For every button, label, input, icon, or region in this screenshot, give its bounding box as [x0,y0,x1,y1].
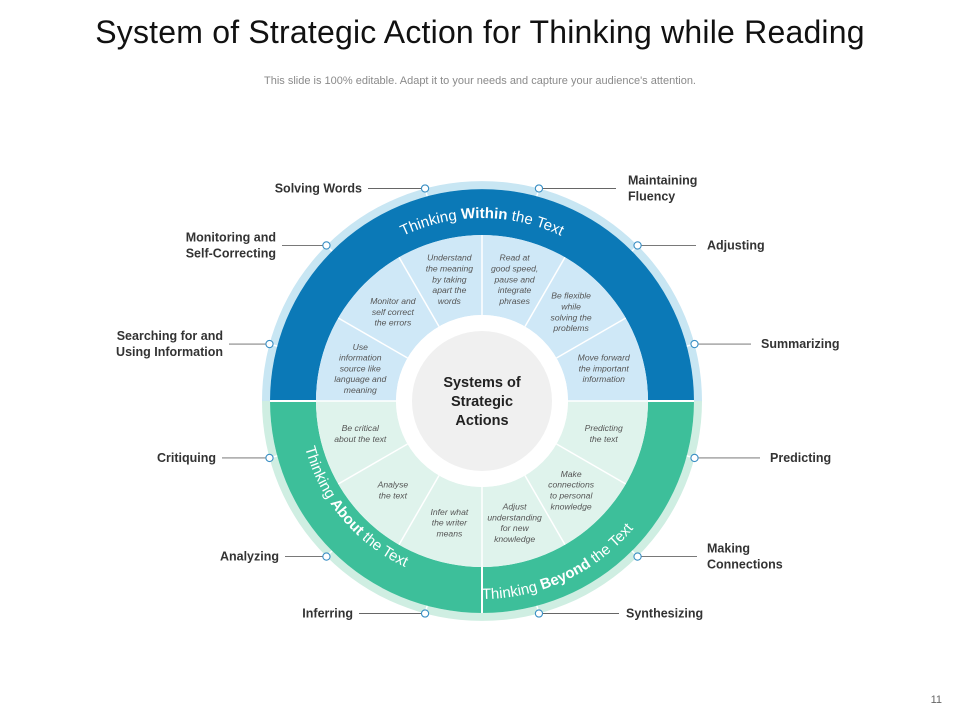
inner-segment-label: to personal [550,490,594,500]
segment-divider [556,443,627,485]
inner-segment-label: about the text [334,434,387,444]
inner-segment-label: means [436,529,462,539]
center-circle [412,331,552,471]
inner-segment-label: source like [340,363,381,373]
inner-segment-label: integrate [498,285,532,295]
callout-dot [420,609,430,618]
callout-label: Adjusting [707,238,765,252]
band-within-label-part: Within [460,205,508,224]
callout-label: Solving Words [275,181,362,195]
inner-segment-label: for new [501,523,530,533]
inner-segment-label: Read at [500,253,531,263]
callout-label: Critiquing [157,451,216,465]
callout-dot [322,552,331,561]
segment-divider [398,475,440,546]
inner-segment-label: apart the [432,285,466,295]
band-about [270,401,482,613]
center-label: Systems of [443,375,521,391]
inner-segment-label: pause and [494,274,535,284]
callout-dot [322,241,331,250]
callout-dot [633,241,642,250]
inner-segment-label: solving the [551,312,592,322]
inner-area-bottom [316,401,648,567]
inner-segment-label: the writer [432,518,468,528]
callout-label: Predicting [770,451,831,465]
slide-subtitle: This slide is 100% editable. Adapt it to… [264,75,696,87]
center-label: Actions [455,413,508,429]
inner-segment-label: Be flexible [551,291,591,301]
inner-segment-label: Use [353,342,369,352]
callout-label: Monitoring and [186,230,276,244]
inner-segment-label: the text [379,490,408,500]
segment-divider [337,443,408,485]
inner-segment-label: the errors [375,318,412,328]
inner-segment-label: knowledge [551,501,592,511]
segment-divider [524,256,566,327]
callout-label: Summarizing [761,337,840,351]
inner-segment-label: Predicting [585,423,623,433]
segment-divider [556,317,627,359]
inner-segment-label: the important [579,363,630,373]
callout-dot [633,552,642,561]
inner-segment-label: the text [590,434,619,444]
inner-area-top [316,235,648,401]
page-number: 11 [930,694,942,706]
inner-segment-label: the meaning [426,263,474,273]
callout-dot [534,184,544,193]
inner-segment-label: information [339,353,382,363]
callout-dot [534,609,544,618]
inner-segment-label: Be critical [342,423,380,433]
inner-segment-label: good speed, [491,263,538,273]
inner-segment-label: information [582,374,625,384]
inner-segment-label: Understand [427,253,472,263]
segment-divider [524,475,566,546]
inner-segment-label: Make [561,469,582,479]
inner-segment-label: Analyse [377,480,409,490]
band-beyond [482,401,694,613]
inner-segment-label: self correct [372,307,415,317]
callout-label: Self-Correcting [186,246,276,260]
inner-segment-label: Monitor and [370,296,416,306]
inner-segment-label: Adjust [502,502,527,512]
callout-dot [265,453,274,463]
inner-segment-label: words [438,296,462,306]
inner-segment-label: problems [552,323,589,333]
callout-label: Analyzing [220,550,279,564]
segment-divider [337,317,408,359]
callout-label: Inferring [302,607,353,621]
center-label: Strategic [451,394,513,410]
inner-segment-label: Infer what [431,507,469,517]
callout-dot [420,184,430,193]
inner-segment-label: understanding [487,512,542,522]
callout-label: Searching for and [117,329,223,343]
inner-segment-label: Move forward [578,353,630,363]
inner-segment-label: while [561,302,581,312]
inner-segment-label: language and [334,374,386,384]
segment-divider [398,256,440,327]
callout-dot [265,339,274,349]
callout-label: Making [707,542,750,556]
callout-dot [690,339,699,349]
inner-segment-label: knowledge [494,534,535,544]
callout-label: Using Information [116,345,223,359]
inner-segment-label: phrases [498,296,530,306]
callout-label: Maintaining [628,173,697,187]
inner-segment-label: by taking [432,274,467,284]
band-within [270,189,694,401]
inner-segment-label: connections [548,480,595,490]
callout-dot [690,453,699,463]
callout-label: Fluency [628,189,675,203]
inner-segment-label: meaning [344,385,377,395]
slide-title: System of Strategic Action for Thinking … [95,14,865,50]
callout-label: Connections [707,558,783,572]
callout-label: Synthesizing [626,607,703,621]
